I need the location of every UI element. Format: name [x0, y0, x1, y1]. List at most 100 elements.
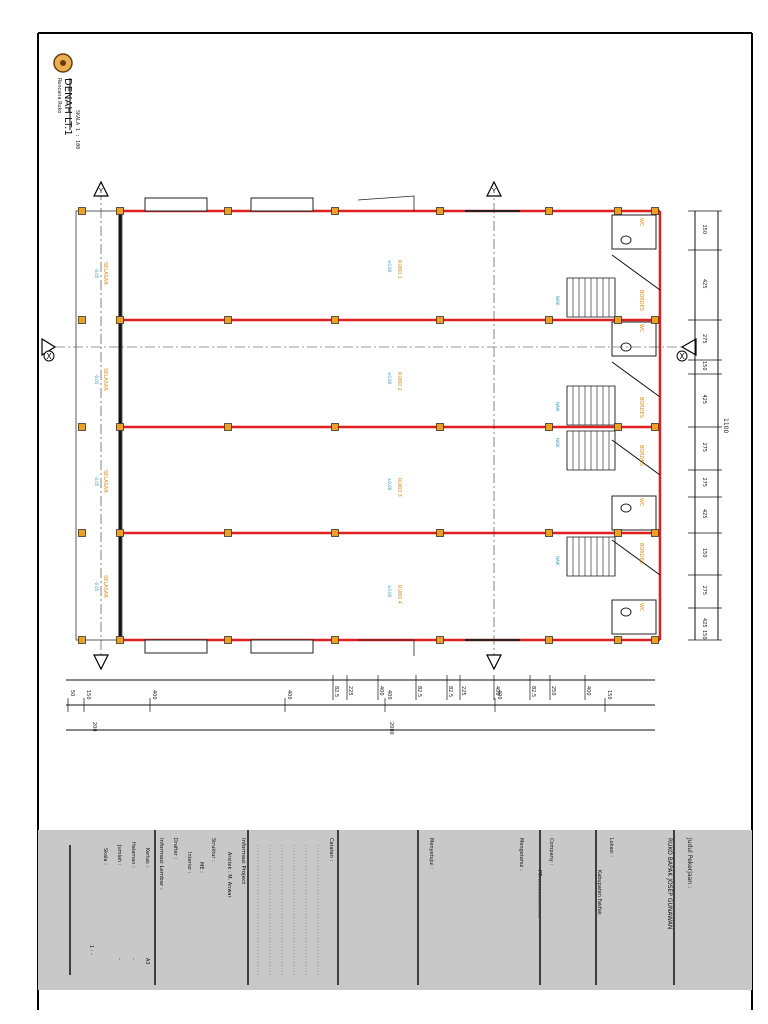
dim-text: 275 — [701, 443, 707, 453]
column — [436, 207, 444, 215]
section-mark-label: X — [47, 352, 52, 361]
unit-level: ±0.00 — [387, 372, 392, 385]
dim-text: 275 — [701, 334, 707, 344]
dim-text: 150 — [701, 225, 707, 235]
wc-label: WC — [638, 218, 644, 227]
dim-text: 400 — [386, 690, 392, 700]
naik-label: NAIK — [555, 438, 560, 448]
column — [224, 423, 232, 431]
dim-text: 225 — [460, 686, 466, 696]
stair-flight — [566, 536, 616, 577]
dim-text: 2000 — [388, 722, 394, 735]
dim-text: 150 — [701, 630, 707, 640]
selasar-label: SELASAR — [102, 575, 108, 598]
unit-level: ±0.00 — [387, 585, 392, 598]
dim-text: 150 — [701, 548, 707, 558]
column — [224, 316, 232, 324]
column — [545, 207, 553, 215]
drafter: Drafter : — [172, 838, 178, 859]
column — [78, 529, 86, 537]
dim-text: 50 — [69, 690, 75, 696]
section-marker-top-left: Y — [93, 180, 109, 197]
dim-text: 82.5 — [333, 686, 339, 697]
door-bottom-1 — [358, 639, 415, 656]
column — [224, 636, 232, 644]
column — [116, 423, 124, 431]
unit-name: RUKO 3 — [396, 478, 402, 497]
wc-blocks — [611, 214, 657, 635]
column — [614, 636, 622, 644]
bordes-label: BORDES — [638, 397, 644, 418]
selasar-level: -0.05 — [94, 581, 99, 592]
column — [614, 316, 622, 324]
column — [651, 316, 659, 324]
door-top-1 — [357, 195, 415, 211]
dim-text: 400 — [151, 690, 157, 700]
section-mark-label: X — [680, 352, 685, 361]
dim-text: 150 — [606, 690, 612, 700]
info-lembar-label: Informasi Lembar : — [158, 838, 164, 890]
plan-scale: SKALA 1 : 100 — [74, 110, 80, 149]
dim-text: 400 — [286, 690, 292, 700]
selasar-level: -0.05 — [94, 374, 99, 385]
column — [436, 423, 444, 431]
drawing-title-block: Rencana Ruko DENAH LT.1 SKALA 1 : 100 — [53, 53, 80, 149]
stair-flight — [566, 430, 616, 471]
skala-label: Skala : — [102, 848, 108, 865]
lokasi-value: Kabupaten Fakfak — [596, 870, 602, 915]
interior: Interior : — [186, 852, 192, 874]
arsitek: Arsitek : M. Anwar — [226, 852, 232, 899]
me: ME : — [198, 862, 204, 873]
unit-level: ±0.00 — [387, 260, 392, 273]
window-bottom-1 — [144, 639, 208, 654]
menyetujui-label: Menyetujui : — [428, 838, 434, 869]
plan-title: DENAH LT.1 — [62, 78, 73, 136]
column — [614, 423, 622, 431]
column — [651, 529, 659, 537]
dim-text: 150 — [701, 361, 707, 371]
dim-text: 82.5 — [530, 686, 536, 697]
wc-label: WC — [638, 498, 644, 507]
halaman-value: - — [130, 958, 136, 960]
unit-name: RUKO 2 — [396, 372, 402, 391]
column — [331, 636, 339, 644]
unit-name: RUKO 1 — [396, 260, 402, 279]
wc-label: WC — [638, 324, 644, 333]
kertas-value: A3 — [144, 958, 150, 965]
column — [224, 529, 232, 537]
info-project-label: Informasi Project — [240, 838, 246, 885]
section-marker-left: X — [41, 337, 57, 362]
column — [651, 423, 659, 431]
dim-text: 425 — [701, 618, 707, 628]
column — [545, 636, 553, 644]
jumlah-label: Jumlah : — [116, 844, 122, 866]
section-mark-label: Y — [492, 187, 497, 195]
window-bottom-2 — [250, 639, 314, 654]
column — [116, 207, 124, 215]
column — [436, 529, 444, 537]
columns — [78, 207, 659, 644]
column — [331, 529, 339, 537]
section-marker-bottom-left — [93, 654, 109, 671]
stair-arrow — [611, 361, 661, 398]
dim-text: 200 — [91, 722, 97, 732]
naik-label: NAIK — [555, 402, 560, 412]
column — [545, 316, 553, 324]
column — [651, 636, 659, 644]
column — [436, 636, 444, 644]
jumlah-value: - — [116, 958, 122, 960]
judul-label: Judul Pekerjaan : — [686, 837, 693, 888]
dim-text: 400 — [378, 686, 384, 696]
dim-text: 275 — [701, 586, 707, 596]
dim-text: 250 — [550, 686, 556, 696]
kertas-label: Kertas : — [144, 848, 150, 867]
column — [331, 207, 339, 215]
dim-text: 82.5 — [416, 686, 422, 697]
company-label: Company : — [548, 838, 554, 865]
title-block: Judul Pekerjaan :RUKO BAPAK JOSEP GUNAWA… — [38, 830, 752, 990]
stairs — [566, 254, 661, 577]
dim-total: 1100 — [722, 418, 729, 433]
dim-text: 425 — [701, 279, 707, 289]
dim-text: 425 — [701, 509, 707, 519]
